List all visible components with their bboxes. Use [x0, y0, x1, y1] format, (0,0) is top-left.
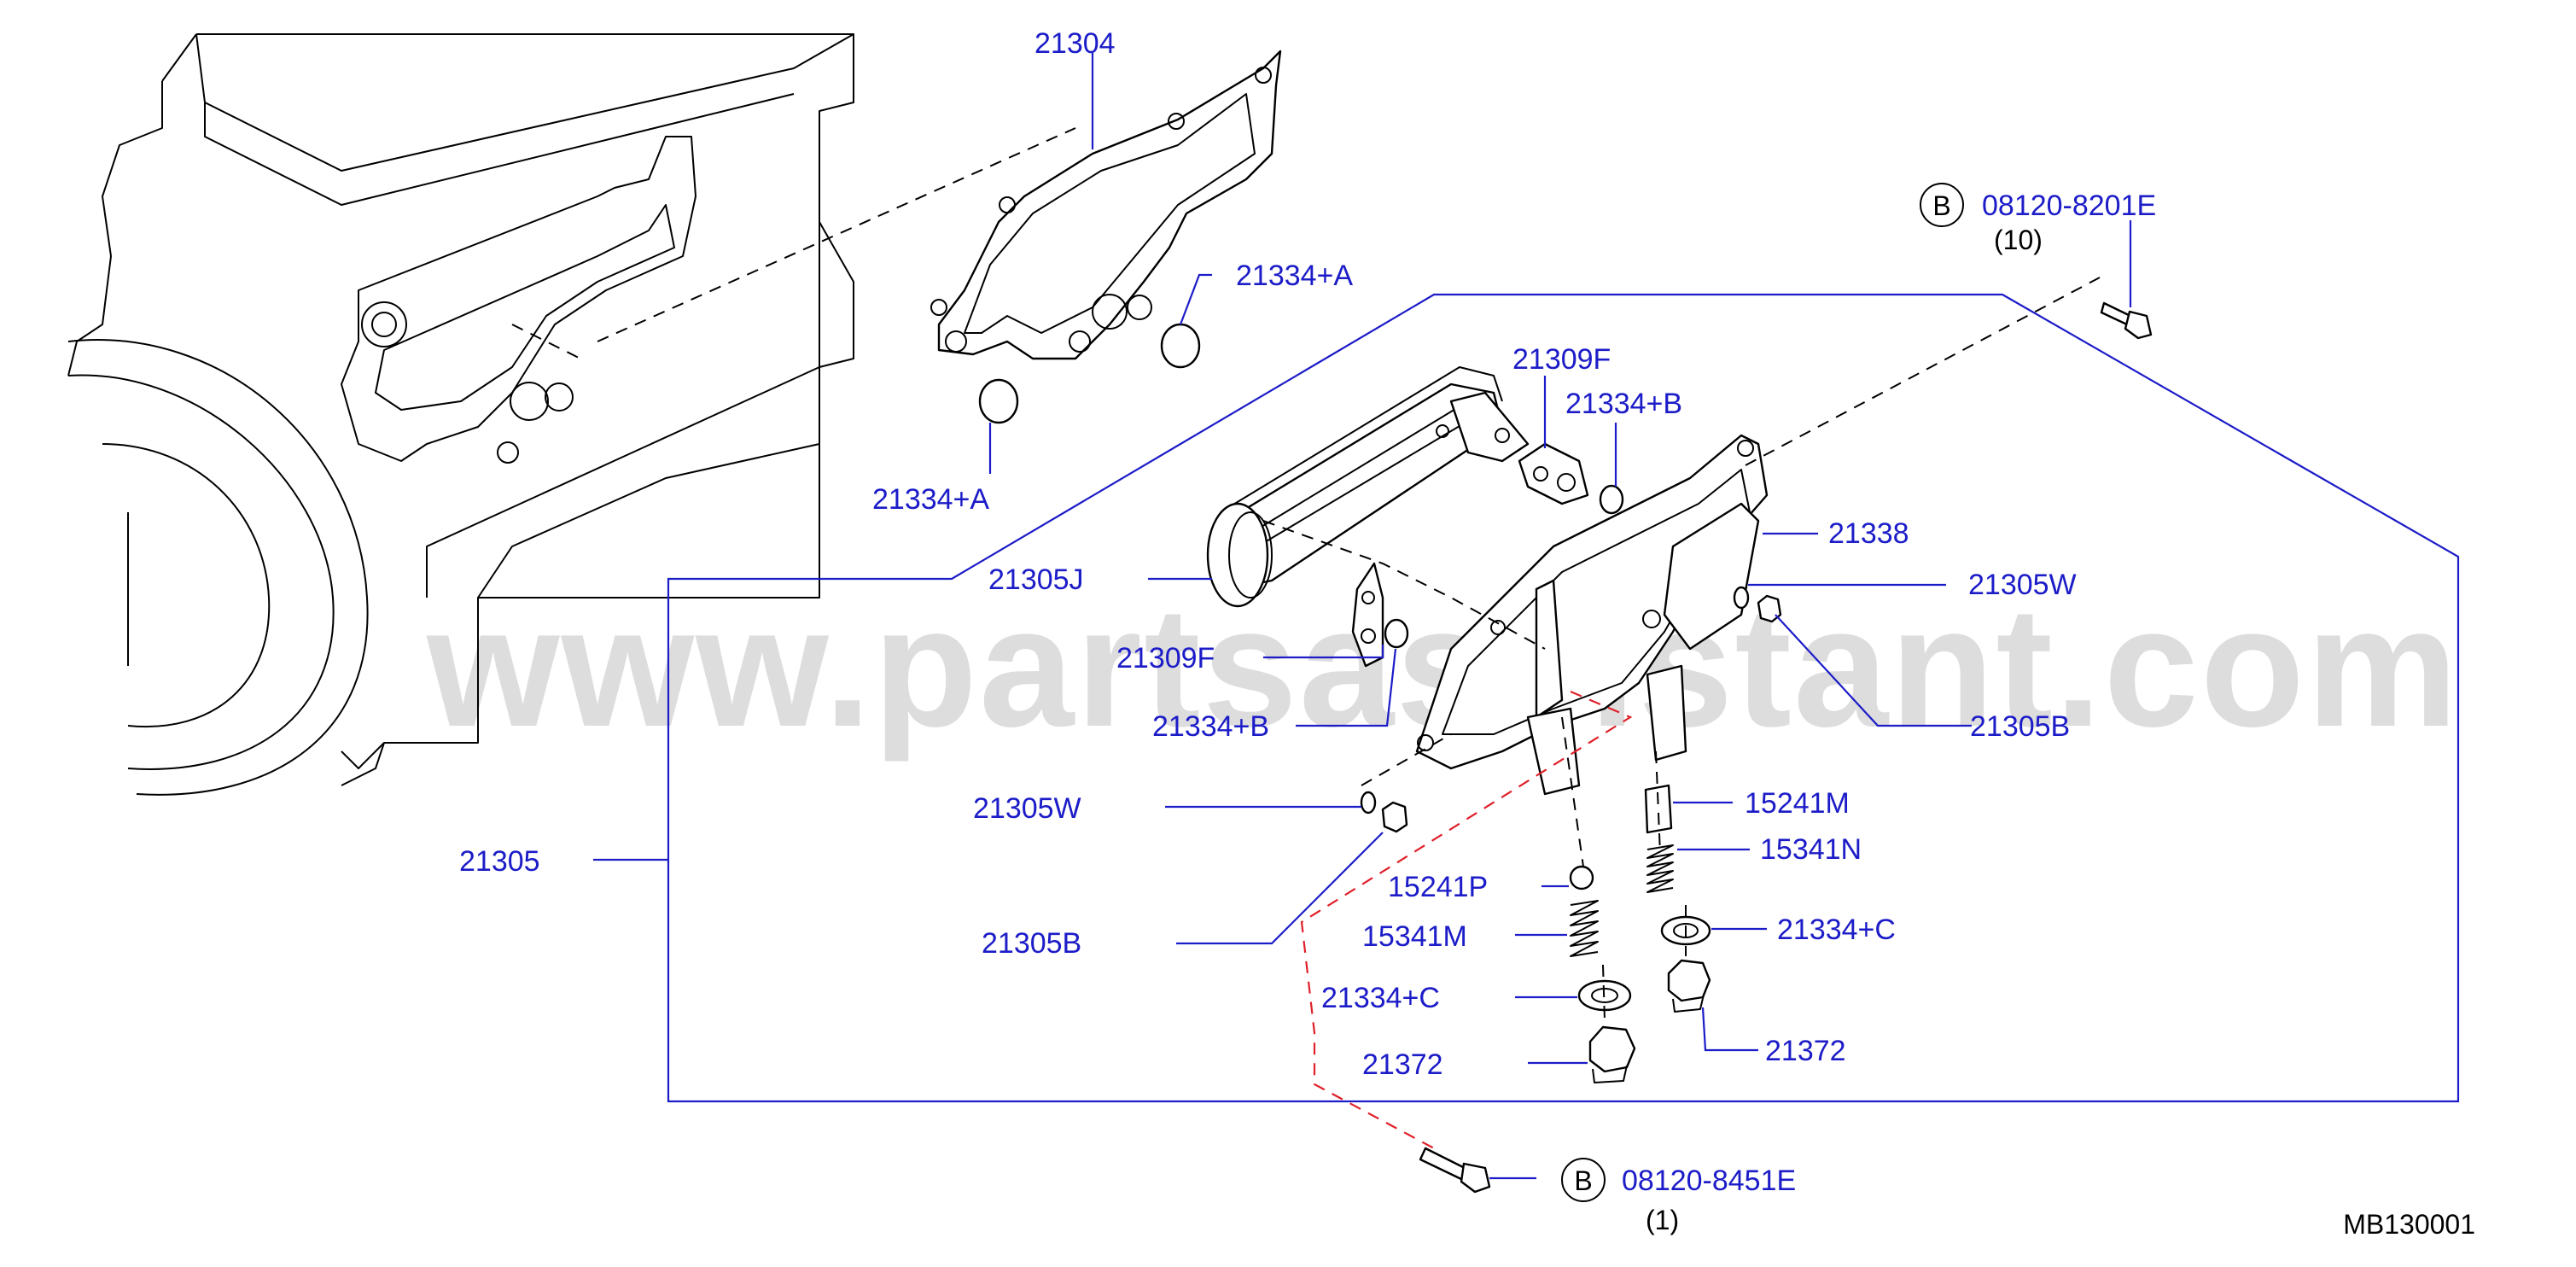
- gasket-21309F-upper: [1518, 442, 1589, 505]
- label-21334b-upper: 21334+B: [1565, 388, 1682, 420]
- label-21305w-right: 21305W: [1968, 569, 2077, 601]
- plug-21372-right: [1667, 959, 1711, 1002]
- label-21334c-right: 21334+C: [1777, 914, 1896, 946]
- spring-15341M: [1570, 900, 1599, 957]
- gasket-21304: [930, 50, 1282, 360]
- label-21305w-left: 21305W: [973, 792, 1081, 825]
- label-15341m: 15341M: [1362, 920, 1467, 953]
- label-21305b-left: 21305B: [982, 927, 1081, 960]
- o-ring-21334-b-lower: [1384, 618, 1409, 649]
- bolt-08120-8451E: [1419, 1147, 1491, 1194]
- o-ring-21334-a-upper: [1160, 323, 1201, 369]
- label-21305: 21305: [459, 845, 540, 878]
- red-dash-path: [1300, 690, 1633, 1149]
- leader-21334b-left: [1296, 648, 1397, 727]
- alignment-line-plug-left: [1602, 964, 1606, 1021]
- bolt-callout-top: B 08120-8201E (10): [1920, 183, 2156, 255]
- bolt-bottom-letter: B: [1574, 1165, 1592, 1196]
- bolt-top-part-no: 08120-8201E: [1982, 190, 2156, 222]
- nut-21305B-left: [1381, 801, 1408, 833]
- label-21372-left: 21372: [1362, 1048, 1443, 1081]
- bolt-top-letter: B: [1932, 190, 1950, 221]
- alignment-line-engine-gasket: [597, 127, 1076, 342]
- label-21338: 21338: [1828, 517, 1909, 550]
- label-21309f-left: 21309F: [1116, 642, 1215, 674]
- bolt-08120-8201E: [2100, 301, 2153, 340]
- o-ring-21334-b-upper: [1599, 484, 1624, 515]
- washer-21305W-right: [1733, 586, 1750, 610]
- bolt-bottom-part-no: 08120-8451E: [1622, 1165, 1796, 1197]
- label-21305b-right: 21305B: [1970, 710, 2070, 743]
- bolt-callout-bottom: B 08120-8451E (1): [1561, 1158, 1796, 1235]
- alignment-line-left: [1361, 733, 1452, 786]
- diagram-code: MB130001: [2343, 1209, 2475, 1240]
- bolt-top-qty: (10): [1994, 225, 2043, 255]
- spring-15341N: [1646, 844, 1674, 893]
- leader-21305b-left: [1176, 832, 1384, 945]
- label-21334a-lower: 21334+A: [872, 483, 989, 516]
- label-15241p: 15241P: [1388, 871, 1488, 903]
- leader-21309f-left: [1263, 645, 1384, 659]
- label-21334c-left: 21334+C: [1321, 982, 1440, 1014]
- ball-15241P: [1569, 865, 1594, 890]
- label-21334b-left: 21334+B: [1152, 710, 1269, 743]
- alignment-line-center: [511, 324, 581, 359]
- washer-21305W-left: [1360, 791, 1377, 814]
- label-21304: 21304: [1034, 27, 1116, 60]
- label-15241m: 15241M: [1745, 787, 1850, 820]
- label-21372-right: 21372: [1765, 1035, 1846, 1067]
- alignment-line-spring-left: [1561, 716, 1584, 867]
- engine-block: [67, 33, 854, 796]
- assembly-outline: [667, 293, 2460, 1103]
- label-21309f-upper: 21309F: [1512, 343, 1611, 376]
- bolt-bottom-qty: (1): [1646, 1205, 1679, 1235]
- label-21305j: 21305J: [988, 563, 1084, 596]
- label-15341n: 15341N: [1760, 833, 1862, 866]
- valve-15241M: [1644, 784, 1673, 834]
- label-21334a-upper: 21334+A: [1236, 260, 1353, 292]
- leader-21372-right: [1701, 1007, 1758, 1052]
- oil-cooler-core-21305J: [1206, 366, 1530, 608]
- alignment-line-bolt-top: [1745, 277, 2101, 466]
- plug-21372-left: [1588, 1025, 1636, 1073]
- alignment-line-core: [1262, 520, 1546, 650]
- oil-cooler-housing-21338: [1415, 434, 1769, 796]
- leader-21334a-upper: [1179, 273, 1212, 325]
- alignment-line-spring-right: [1655, 750, 1661, 855]
- o-ring-21334-a-lower: [978, 378, 1019, 424]
- leader-21305b-right: [1775, 614, 1972, 727]
